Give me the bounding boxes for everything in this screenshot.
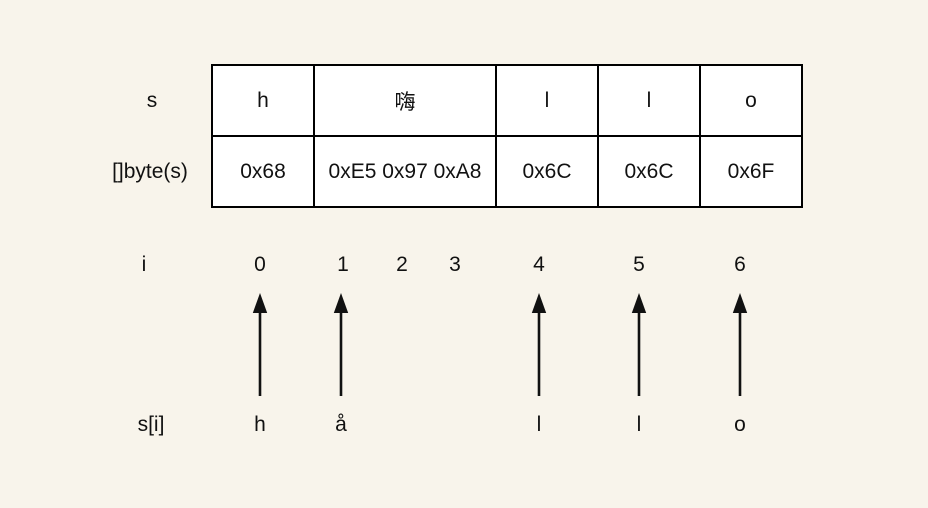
- byte-index: 1: [337, 253, 349, 276]
- byte-as-char: l: [536, 413, 542, 436]
- byte-value-cell: 0x68: [211, 135, 315, 208]
- string-bytes-table: h 嗨 l l o 0x68 0xE5 0x97 0xA8 0x6C 0x6C …: [211, 64, 803, 208]
- string-char-cell: o: [699, 64, 803, 137]
- string-row-label: s: [146, 89, 158, 112]
- byte-value-cell: 0x6C: [495, 135, 599, 208]
- table-row: 0x68 0xE5 0x97 0xA8 0x6C 0x6C 0x6F: [211, 135, 803, 208]
- string-char-cell: 嗨: [313, 64, 497, 137]
- arrow-up-icon: [333, 293, 349, 396]
- byte-value-cell: 0x6C: [597, 135, 701, 208]
- arrow-up-icon: [631, 293, 647, 396]
- byte-index: 0: [254, 253, 266, 276]
- byte-value-cell: 0x6F: [699, 135, 803, 208]
- byte-index: 2: [396, 253, 408, 276]
- index-row-label: i: [141, 253, 147, 276]
- byte-as-char: o: [734, 413, 746, 436]
- arrow-up-icon: [531, 293, 547, 396]
- char-row-label: s[i]: [137, 413, 165, 436]
- byte-index: 3: [449, 253, 461, 276]
- arrow-up-icon: [732, 293, 748, 396]
- string-char-cell: l: [597, 64, 701, 137]
- string-char-cell: l: [495, 64, 599, 137]
- byte-index: 6: [734, 253, 746, 276]
- byte-as-char: å: [335, 413, 347, 436]
- byte-index: 5: [633, 253, 645, 276]
- byte-as-char: h: [254, 413, 266, 436]
- byte-index: 4: [533, 253, 545, 276]
- arrow-up-icon: [252, 293, 268, 396]
- string-char-cell: h: [211, 64, 315, 137]
- byte-as-char: l: [636, 413, 642, 436]
- byte-value-cell: 0xE5 0x97 0xA8: [313, 135, 497, 208]
- bytes-row-label: []byte(s): [112, 160, 188, 183]
- table-row: h 嗨 l l o: [211, 64, 803, 137]
